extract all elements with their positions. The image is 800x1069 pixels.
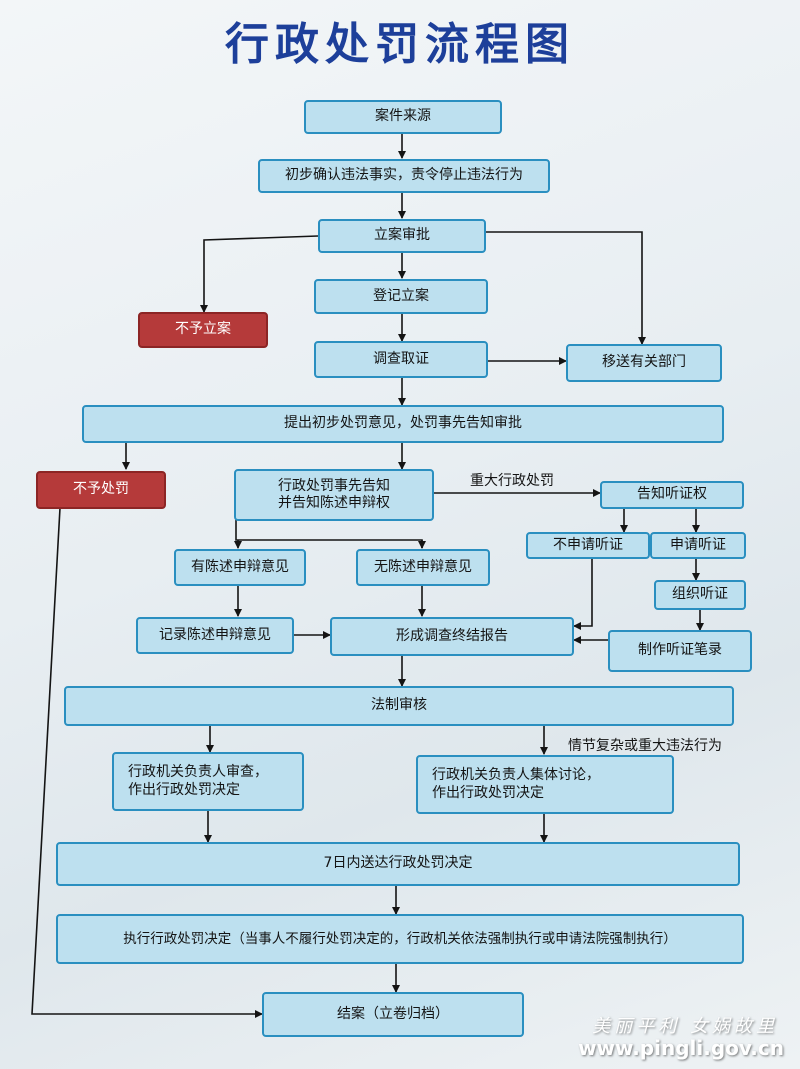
node-head-review: 行政机关负责人审查， 作出行政处罚决定 — [112, 752, 304, 811]
node-prior-notice: 行政处罚事先告知 并告知陈述申辩权 — [234, 469, 434, 521]
node-final-report: 形成调查终结报告 — [330, 617, 574, 656]
node-filing-approval: 立案审批 — [318, 219, 486, 253]
node-investigate: 调查取证 — [314, 341, 488, 378]
node-legal-review: 法制审核 — [64, 686, 734, 726]
label-complex-case: 情节复杂或重大违法行为 — [568, 738, 722, 754]
watermark-url: www.pingli.gov.cn — [578, 1036, 784, 1060]
node-no-defense: 无陈述申辩意见 — [356, 549, 490, 586]
node-has-defense: 有陈述申辩意见 — [174, 549, 306, 586]
node-hearing-record: 制作听证笔录 — [608, 630, 752, 672]
node-no-filing: 不予立案 — [138, 312, 268, 348]
node-case-source: 案件来源 — [304, 100, 502, 134]
page-title: 行政处罚流程图 — [225, 19, 575, 70]
node-execute-decision: 执行行政处罚决定（当事人不履行处罚决定的，行政机关依法强制执行或申请法院强制执行… — [56, 914, 744, 964]
node-propose-penalty: 提出初步处罚意见，处罚事先告知审批 — [82, 405, 724, 443]
node-organize-hearing: 组织听证 — [654, 580, 746, 610]
label-major-penalty: 重大行政处罚 — [470, 473, 554, 489]
node-collective-discussion: 行政机关负责人集体讨论， 作出行政处罚决定 — [416, 755, 674, 814]
watermark-slogan: 美丽平利 女娲故里 — [592, 1016, 778, 1037]
node-record-defense: 记录陈述申辩意见 — [136, 617, 294, 654]
node-initial-confirm: 初步确认违法事实，责令停止违法行为 — [258, 159, 550, 193]
node-apply-hearing: 申请听证 — [650, 532, 746, 559]
node-register-case: 登记立案 — [314, 279, 488, 314]
node-no-hearing: 不申请听证 — [526, 532, 650, 559]
node-transfer-department: 移送有关部门 — [566, 344, 722, 382]
node-no-penalty: 不予处罚 — [36, 471, 166, 509]
node-deliver-decision: 7日内送达行政处罚决定 — [56, 842, 740, 886]
node-close-case: 结案（立卷归档） — [262, 992, 524, 1037]
node-hearing-notice: 告知听证权 — [600, 481, 744, 509]
